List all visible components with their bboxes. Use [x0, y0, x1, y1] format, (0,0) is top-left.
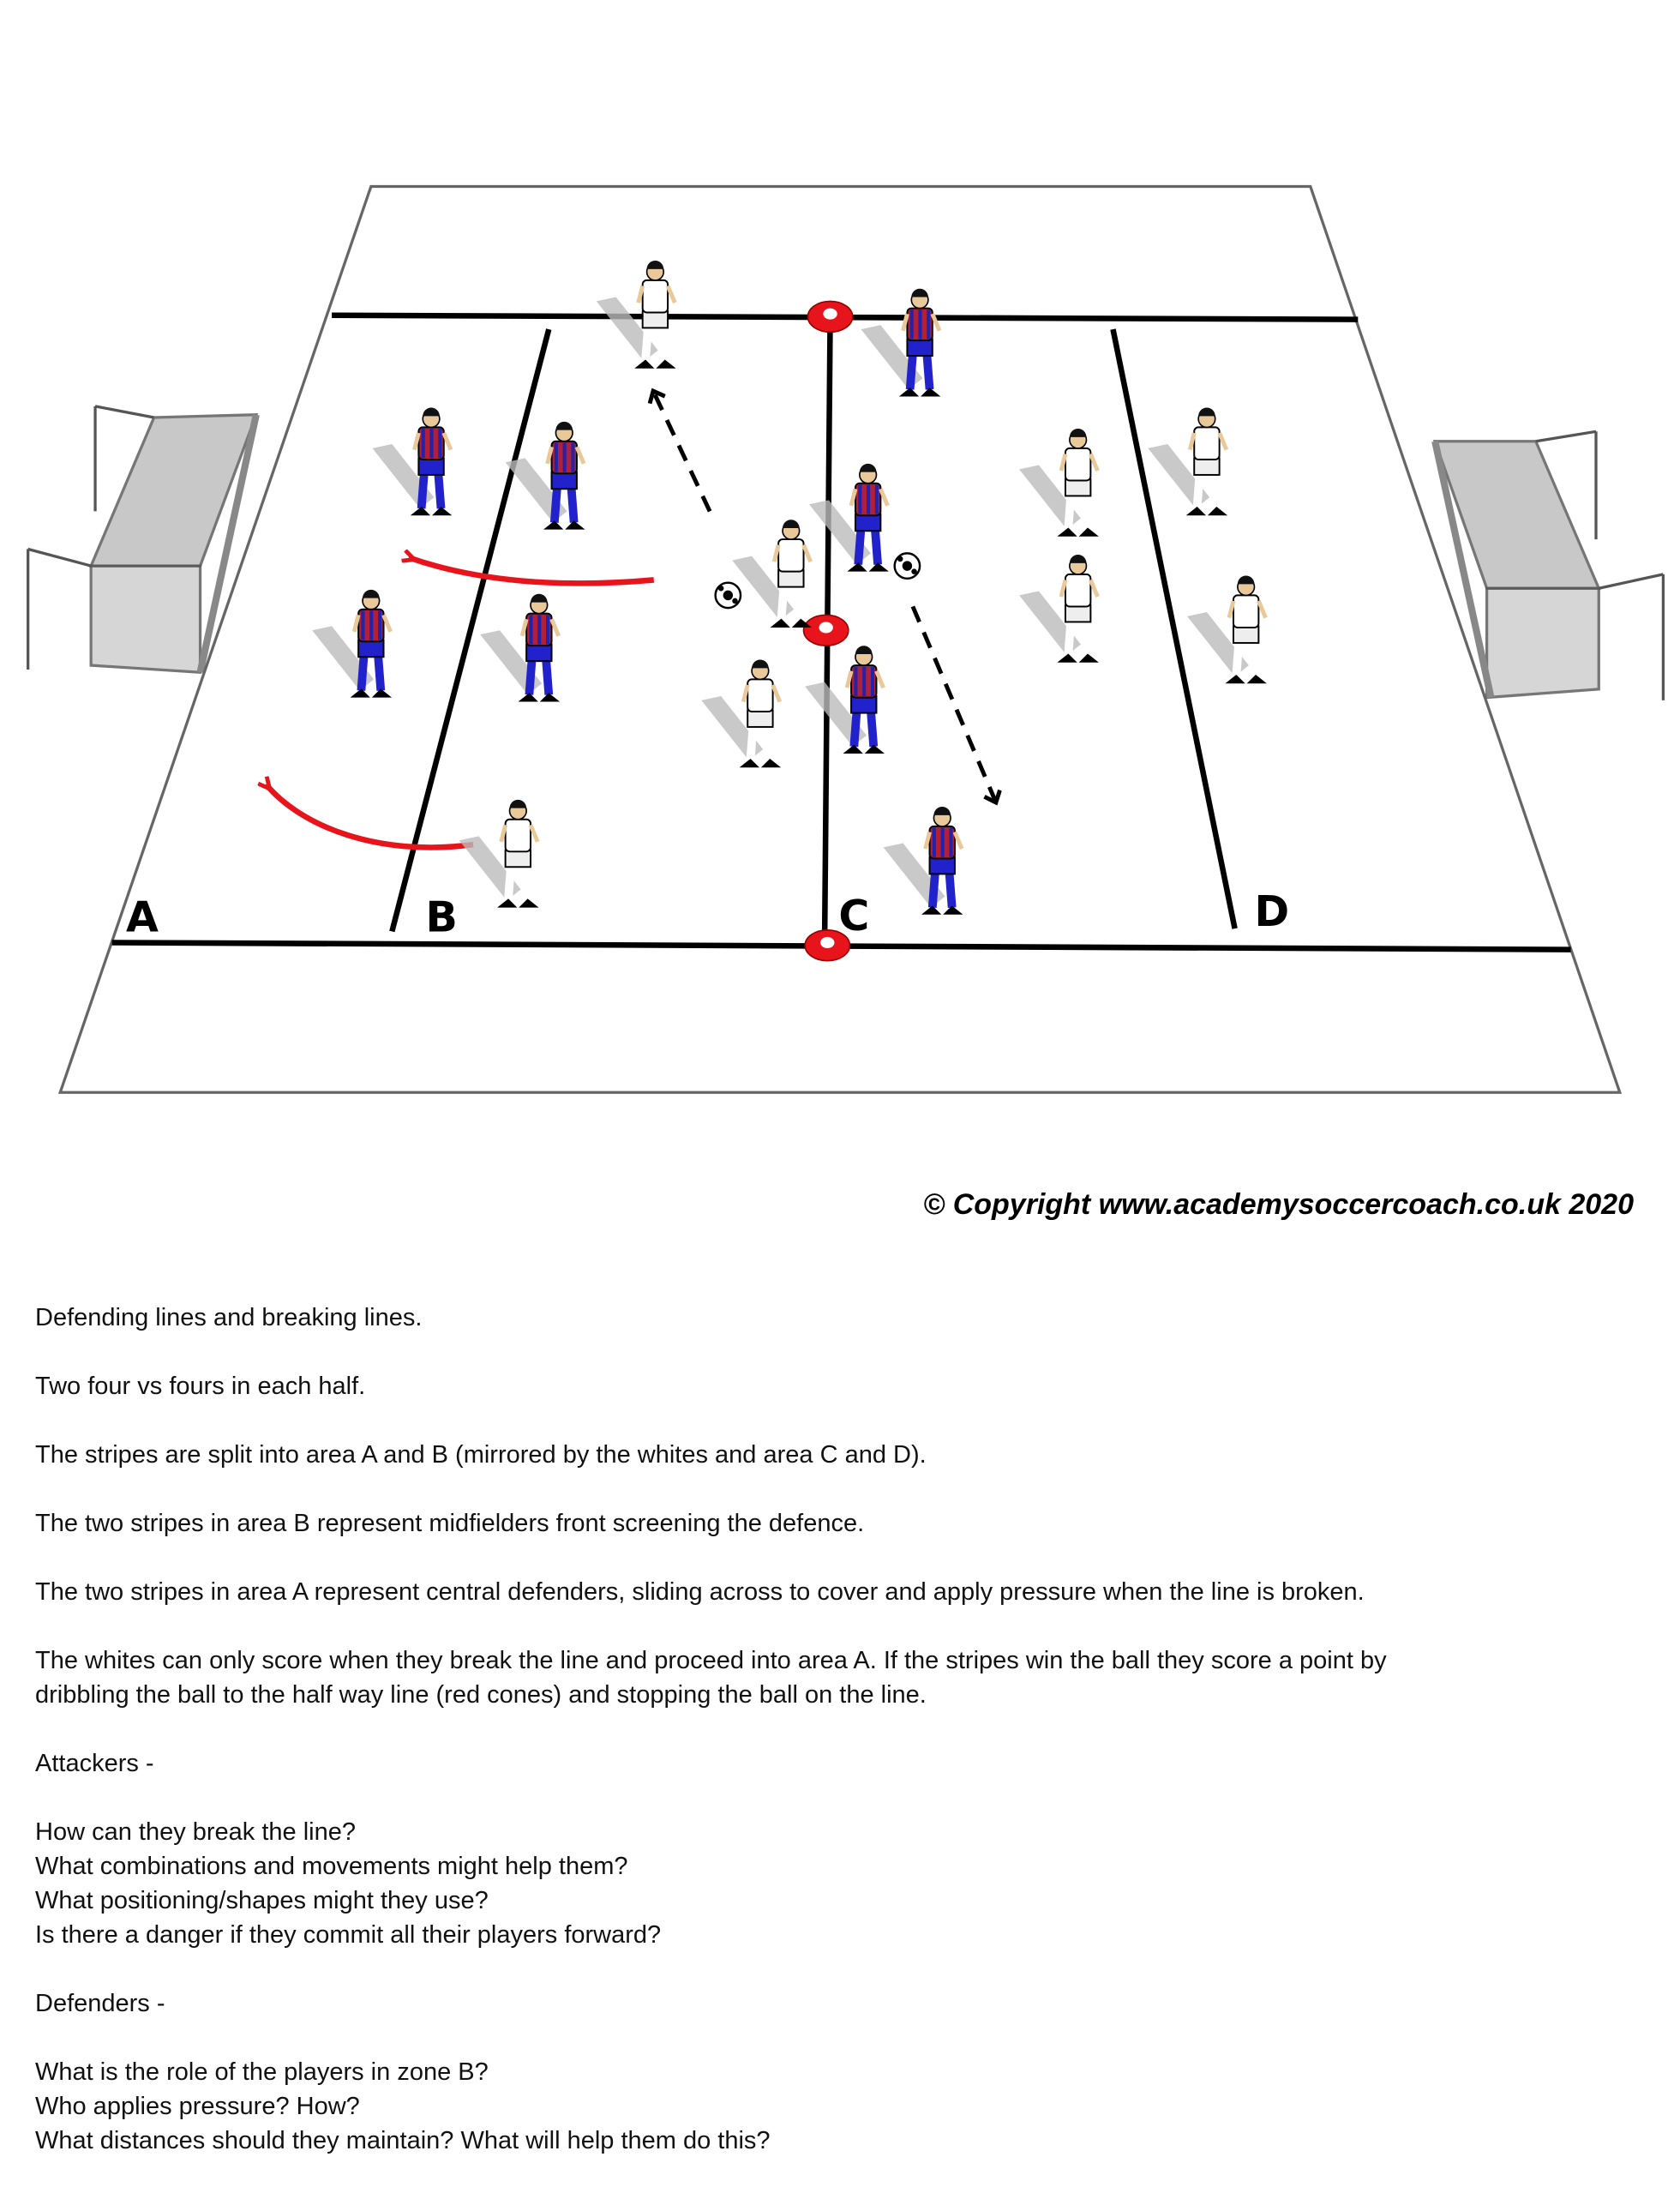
note-line: The two stripes in area A represent cent… [35, 1578, 1365, 1606]
copyright-notice: © Copyright www.academysoccercoach.co.uk… [923, 1188, 1634, 1221]
note-line: The stripes are split into area A and B … [35, 1441, 927, 1469]
note-spacer [35, 1403, 1387, 1438]
whites-player [596, 261, 677, 369]
note-spacer [35, 1609, 1387, 1643]
zone-label-a: A [126, 892, 159, 941]
red-cone [802, 614, 849, 647]
dashed-pass-arrow-lower [910, 605, 995, 801]
stripes-player [805, 646, 885, 754]
whites-player [1187, 575, 1268, 684]
dashed-pass-arrow-upper [654, 393, 712, 513]
note-spacer [35, 1472, 1387, 1506]
note-line: Who applies pressure? How? [35, 2093, 360, 2120]
note-spacer [35, 1952, 1387, 1986]
note-line: What positioning/shapes might they use? [35, 1887, 489, 1914]
stripes-player [883, 807, 964, 915]
whites-player [732, 520, 813, 628]
note-spacer [35, 1712, 1387, 1746]
whites-player [1019, 429, 1100, 537]
zone-label-c: C [838, 892, 869, 940]
red-movement-arrow-upper [409, 557, 655, 586]
stripes-player [861, 288, 942, 397]
red-cone [804, 928, 851, 962]
training-drill-diagram: A B C D [27, 184, 1665, 1094]
whites-player [1148, 407, 1229, 516]
stripes-player [480, 593, 561, 702]
red-movement-arrow-lower [266, 784, 474, 850]
football [714, 581, 742, 610]
whites-player [1019, 555, 1100, 663]
note-line: The two stripes in area B represent midf… [35, 1510, 865, 1537]
zone-d-line [1110, 328, 1238, 929]
whites-player [701, 659, 783, 768]
drill-description: Defending lines and breaking lines. Two f… [35, 1301, 1387, 2158]
stripes-player [312, 589, 393, 698]
note-spacer [35, 1335, 1387, 1369]
right-goal [1431, 430, 1665, 700]
note-spacer [35, 1541, 1387, 1575]
zone-b-line [389, 328, 552, 933]
note-spacer [35, 1781, 1387, 1815]
red-cone [807, 300, 854, 333]
stripes-player [372, 407, 453, 516]
stripes-player [505, 421, 586, 530]
note-line: Two four vs fours in each half. [35, 1373, 366, 1400]
stripes-player [809, 463, 890, 572]
note-line: Defenders - [35, 1990, 165, 2017]
note-spacer [35, 2021, 1387, 2055]
note-line: Defending lines and breaking lines. [35, 1304, 423, 1331]
note-line: The whites can only score when they brea… [35, 1647, 1387, 1674]
zone-label-b: B [426, 892, 458, 941]
note-line: What distances should they maintain? Wha… [35, 2127, 771, 2154]
note-line: dribbling the ball to the half way line … [35, 1681, 927, 1709]
note-line: Attackers - [35, 1750, 154, 1777]
football [893, 552, 921, 580]
zone-label-d: D [1254, 887, 1289, 936]
note-line: What combinations and movements might he… [35, 1853, 628, 1880]
note-line: What is the role of the players in zone … [35, 2058, 489, 2086]
left-goal [27, 405, 260, 674]
note-line: How can they break the line? [35, 1818, 356, 1846]
whites-player [459, 799, 540, 908]
note-line: Is there a danger if they commit all the… [35, 1921, 662, 1949]
